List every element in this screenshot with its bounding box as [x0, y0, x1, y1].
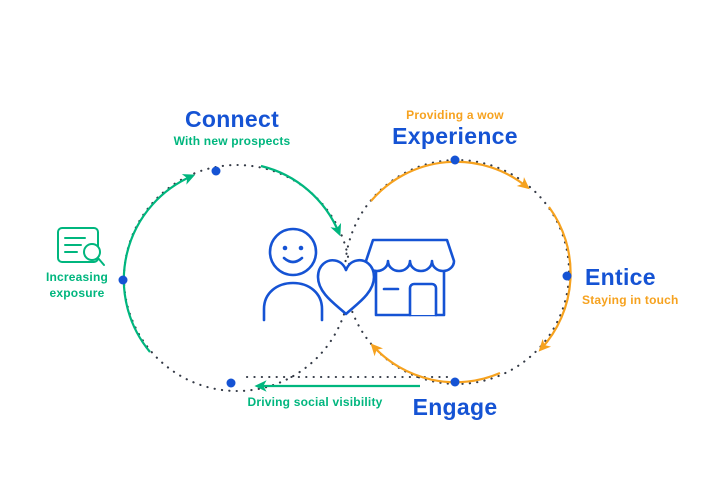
social-visibility-label: Driving social visibility: [247, 395, 383, 409]
person-eye-left: [282, 245, 288, 251]
orange-flow-arrows: [370, 160, 572, 384]
person-eye-right: [298, 245, 304, 251]
experience-title: Experience: [392, 123, 518, 149]
dot-social-visibility: [226, 378, 236, 388]
entice-title: Entice: [585, 264, 656, 290]
dot-experience: [450, 155, 460, 165]
magnifier-handle-icon: [97, 257, 105, 266]
heart-icon: [316, 258, 376, 316]
document-search-icon: [57, 227, 105, 266]
person-head: [268, 227, 318, 277]
increasing-exposure-label: Increasing exposure: [45, 270, 109, 300]
dot-connect: [211, 166, 221, 176]
node-dots: [118, 155, 572, 388]
person-body: [262, 281, 324, 322]
arrow-engage-to-center: [370, 343, 501, 384]
person-smile: [282, 256, 304, 264]
person-smile-icon: [262, 227, 324, 322]
arrow-experience-to-entice: [370, 160, 530, 202]
storefront-door: [408, 282, 438, 317]
arrow-exposure-to-connect: [122, 174, 196, 353]
magnifier-lens-icon: [83, 243, 101, 261]
arrow-entice-to-engage: [538, 206, 572, 352]
storefront-awning: [364, 238, 456, 273]
arrow-connect-to-center: [260, 164, 342, 237]
experience-eyebrow: Providing a wow: [406, 108, 504, 122]
green-flow-arrows: [122, 164, 420, 392]
storefront-icon: [364, 238, 456, 317]
dot-engage: [450, 377, 460, 387]
document-lines: [64, 237, 86, 253]
dot-increasing-exposure: [118, 275, 128, 285]
connect-title: Connect: [184, 106, 280, 132]
dot-entice: [562, 271, 572, 281]
engage-title: Engage: [412, 394, 498, 420]
connect-subtitle: With new prospects: [173, 134, 291, 148]
entice-subtitle: Staying in touch: [582, 293, 679, 307]
